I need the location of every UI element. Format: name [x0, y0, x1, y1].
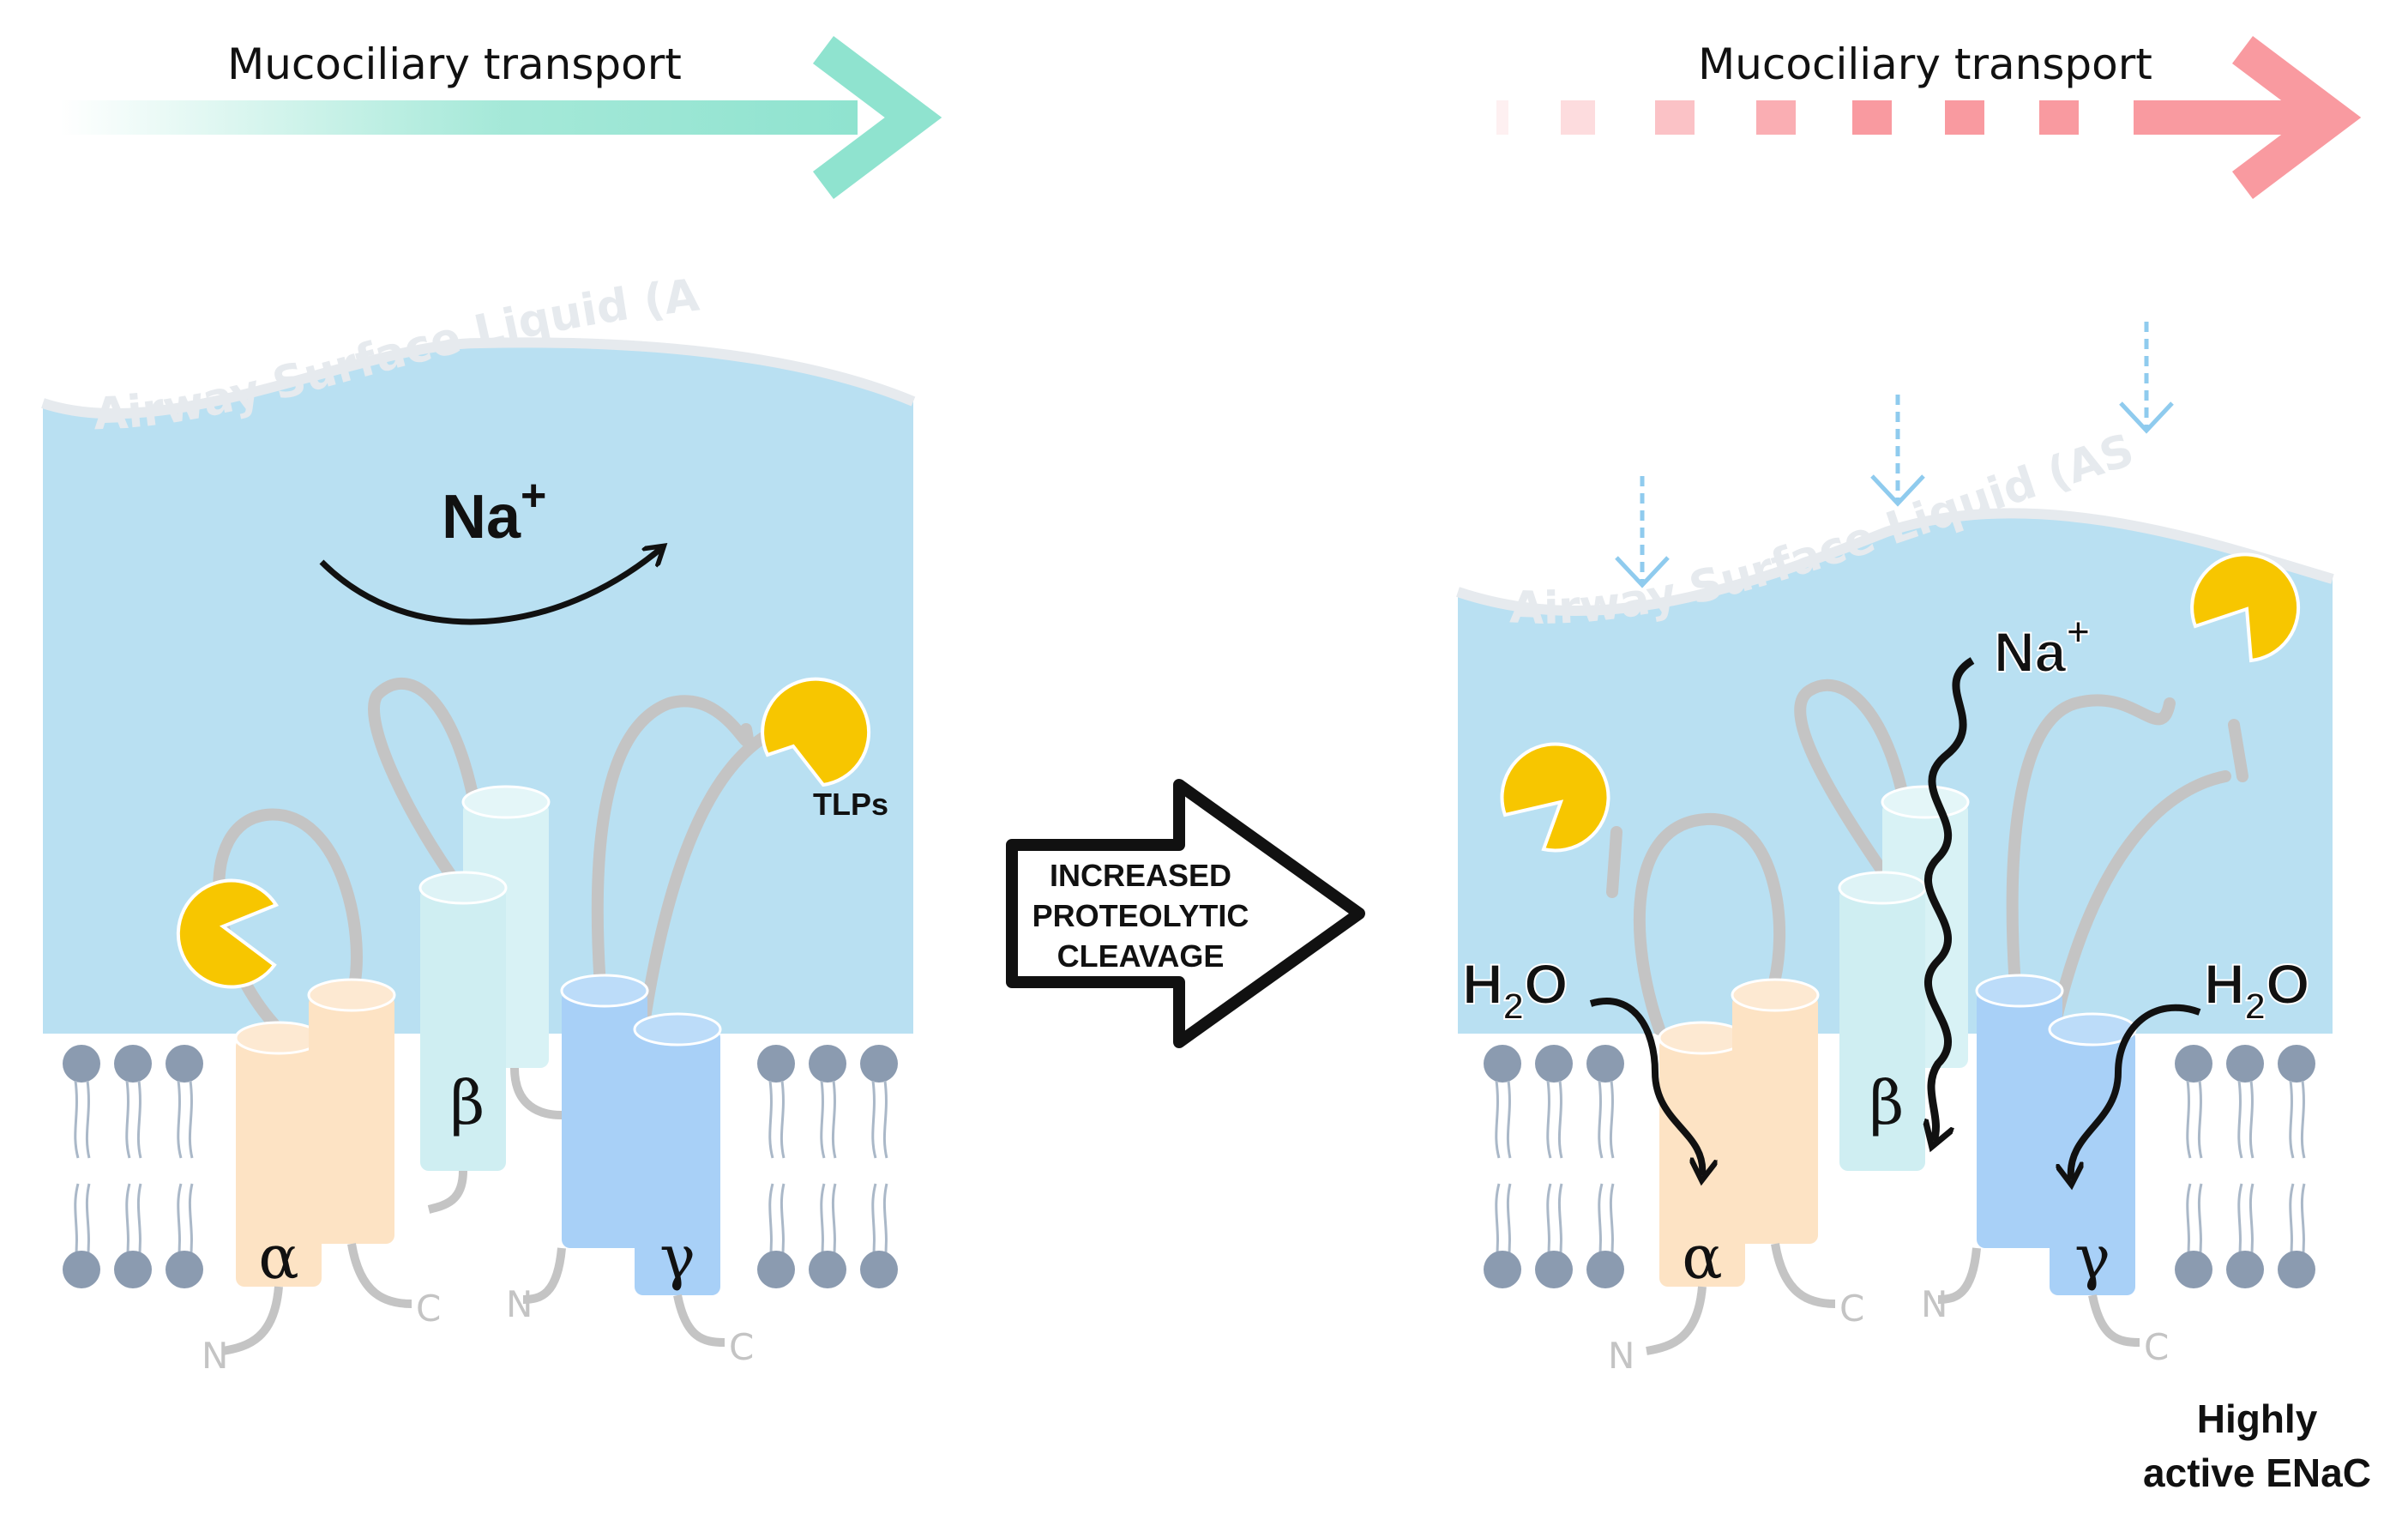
beta-label: β	[450, 1068, 485, 1138]
asl-fluid	[43, 342, 913, 1034]
c-terminus-label: C	[416, 1288, 441, 1330]
gamma-label: γ	[659, 1222, 695, 1293]
gamma-label: γ	[2074, 1222, 2110, 1293]
protease-icon	[176, 878, 279, 989]
sodium-absorption-arrow	[319, 549, 660, 625]
beta-label: β	[1869, 1068, 1904, 1138]
termini	[222, 1067, 725, 1355]
water-label: H2O	[1462, 952, 1568, 1028]
alpha-subunit	[234, 978, 396, 1287]
sodium-label: Na+	[1994, 610, 2090, 684]
dashed-arrows	[1615, 322, 2174, 588]
status-line-1: Highly	[2197, 1396, 2318, 1441]
alpha-label: α	[1682, 1222, 1722, 1293]
water-influx-arrow	[2071, 1004, 2201, 1179]
gamma-subunit	[560, 974, 722, 1295]
cleavage-line-2: PROTEOLYTIC	[1032, 898, 1249, 933]
mucociliary-arrow-normal	[60, 36, 942, 199]
alpha-label: α	[258, 1222, 298, 1293]
beta-subunit	[1838, 785, 1970, 1171]
c-terminus-label: C	[1839, 1288, 1864, 1330]
n-terminus-label: N	[1608, 1335, 1634, 1377]
sodium-label: Na+	[442, 471, 546, 552]
transport-label: Mucociliary transport	[1698, 39, 2152, 89]
status-line-2: active ENaC	[2143, 1451, 2371, 1495]
mucociliary-arrow-impaired	[1496, 36, 2362, 199]
cleavage-arrow: INCREASED PROTEOLYTIC CLEAVAGE	[1006, 779, 1365, 1048]
transport-label: Mucociliary transport	[227, 39, 682, 89]
water-label: H2O	[2204, 952, 2310, 1028]
alpha-subunit	[1658, 978, 1820, 1287]
protease-icon	[761, 677, 871, 787]
protease-icon	[1500, 742, 1610, 853]
cleaved-loops	[1606, 679, 2248, 1035]
n-terminus-label: N	[506, 1283, 533, 1325]
c-terminus-label: C	[2144, 1326, 2169, 1368]
sodium-influx-arrow	[1928, 657, 1975, 1141]
cleavage-line-3: CLEAVAGE	[1057, 938, 1225, 974]
protease-icon	[2190, 552, 2301, 663]
gamma-subunit	[1975, 974, 2137, 1295]
n-terminus-label: N	[202, 1335, 228, 1377]
left-panel: Mucociliary transport Airway Surface Liq…	[0, 0, 942, 1377]
protease-label: TLPs	[813, 787, 888, 822]
n-terminus-label: N	[1921, 1283, 1947, 1325]
beta-subunit	[418, 785, 551, 1171]
termini	[1646, 1243, 2140, 1355]
cleavage-line-1: INCREASED	[1050, 858, 1231, 893]
c-terminus-label: C	[729, 1326, 754, 1368]
water-influx-arrow	[1589, 998, 1702, 1175]
